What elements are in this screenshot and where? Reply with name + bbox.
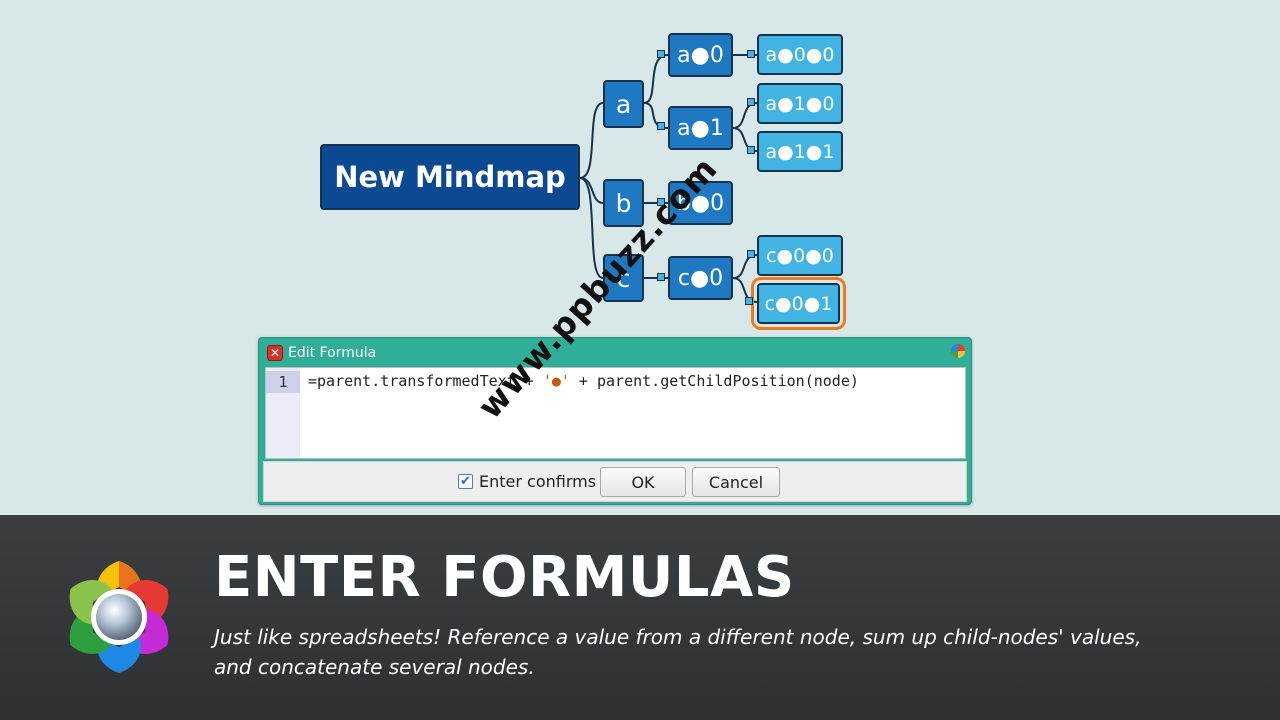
feature-banner (0, 515, 1280, 720)
node-c[interactable]: c (603, 254, 644, 302)
line-gutter: 1 (266, 368, 300, 458)
root-node[interactable]: New Mindmap (320, 144, 580, 210)
formula-part1: =parent.transformedText + (308, 372, 543, 390)
node-b[interactable]: b (603, 179, 644, 227)
node-a1-label: a●1 (677, 115, 724, 141)
node-c-label: c (616, 263, 631, 293)
node-a00[interactable]: a●0●0 (757, 34, 843, 75)
close-icon[interactable]: ✕ (267, 345, 283, 361)
formula-editor[interactable]: 1 =parent.transformedText + '●' + parent… (265, 367, 966, 459)
node-c0-label: c●0 (677, 265, 724, 291)
node-c00-label: c●0●0 (766, 244, 834, 267)
app-logo-icon (69, 561, 169, 673)
node-a0[interactable]: a●0 (668, 33, 733, 77)
settings-icon[interactable] (951, 344, 965, 358)
line-number: 1 (266, 371, 300, 393)
dialog-titlebar: ✕ Edit Formula (267, 342, 376, 364)
node-a00-label: a●0●0 (765, 43, 835, 66)
port-handle[interactable] (657, 273, 665, 281)
node-a11[interactable]: a●1●1 (757, 131, 843, 172)
port-handle[interactable] (747, 250, 755, 258)
node-c00[interactable]: c●0●0 (757, 235, 843, 276)
ok-button[interactable]: OK (600, 467, 686, 497)
banner-headline: ENTER FORMULAS (214, 545, 795, 610)
node-a0-label: a●0 (677, 42, 724, 68)
node-b0-label: b●0 (676, 190, 725, 216)
formula-text[interactable]: =parent.transformedText + '●' + parent.g… (308, 372, 859, 390)
enter-confirms-checkbox[interactable]: ✔ (458, 474, 473, 489)
edit-formula-dialog: ✕ Edit Formula 1 =parent.transformedText… (258, 337, 972, 505)
dialog-footer: ✔ Enter confirms OK Cancel (263, 461, 967, 502)
port-handle[interactable] (657, 50, 665, 58)
node-c0[interactable]: c●0 (668, 256, 733, 300)
port-handle[interactable] (747, 98, 755, 106)
node-a11-label: a●1●1 (765, 140, 835, 163)
node-a1[interactable]: a●1 (668, 106, 733, 150)
port-handle[interactable] (745, 297, 753, 305)
formula-string-literal: '●' (542, 372, 570, 390)
formula-part2: + parent.getChildPosition(node) (569, 372, 859, 390)
node-b-label: b (615, 188, 632, 218)
root-node-label: New Mindmap (334, 160, 566, 194)
port-handle[interactable] (657, 198, 665, 206)
dialog-title: Edit Formula (288, 345, 377, 361)
node-a10-label: a●1●0 (765, 92, 835, 115)
port-handle[interactable] (747, 146, 755, 154)
enter-confirms-label: Enter confirms (479, 472, 597, 491)
banner-subtext: Just like spreadsheets! Reference a valu… (214, 625, 1142, 679)
node-b0[interactable]: b●0 (668, 181, 733, 225)
node-a-label: a (615, 89, 632, 119)
node-a[interactable]: a (603, 80, 644, 128)
port-handle[interactable] (747, 50, 755, 58)
node-c01-selected[interactable]: c●0●1 (751, 277, 846, 330)
port-handle[interactable] (657, 122, 665, 130)
node-a10[interactable]: a●1●0 (757, 83, 843, 124)
node-c01-label: c●0●1 (764, 292, 833, 315)
cancel-button[interactable]: Cancel (692, 467, 780, 497)
enter-confirms-option[interactable]: ✔ Enter confirms (458, 472, 596, 491)
